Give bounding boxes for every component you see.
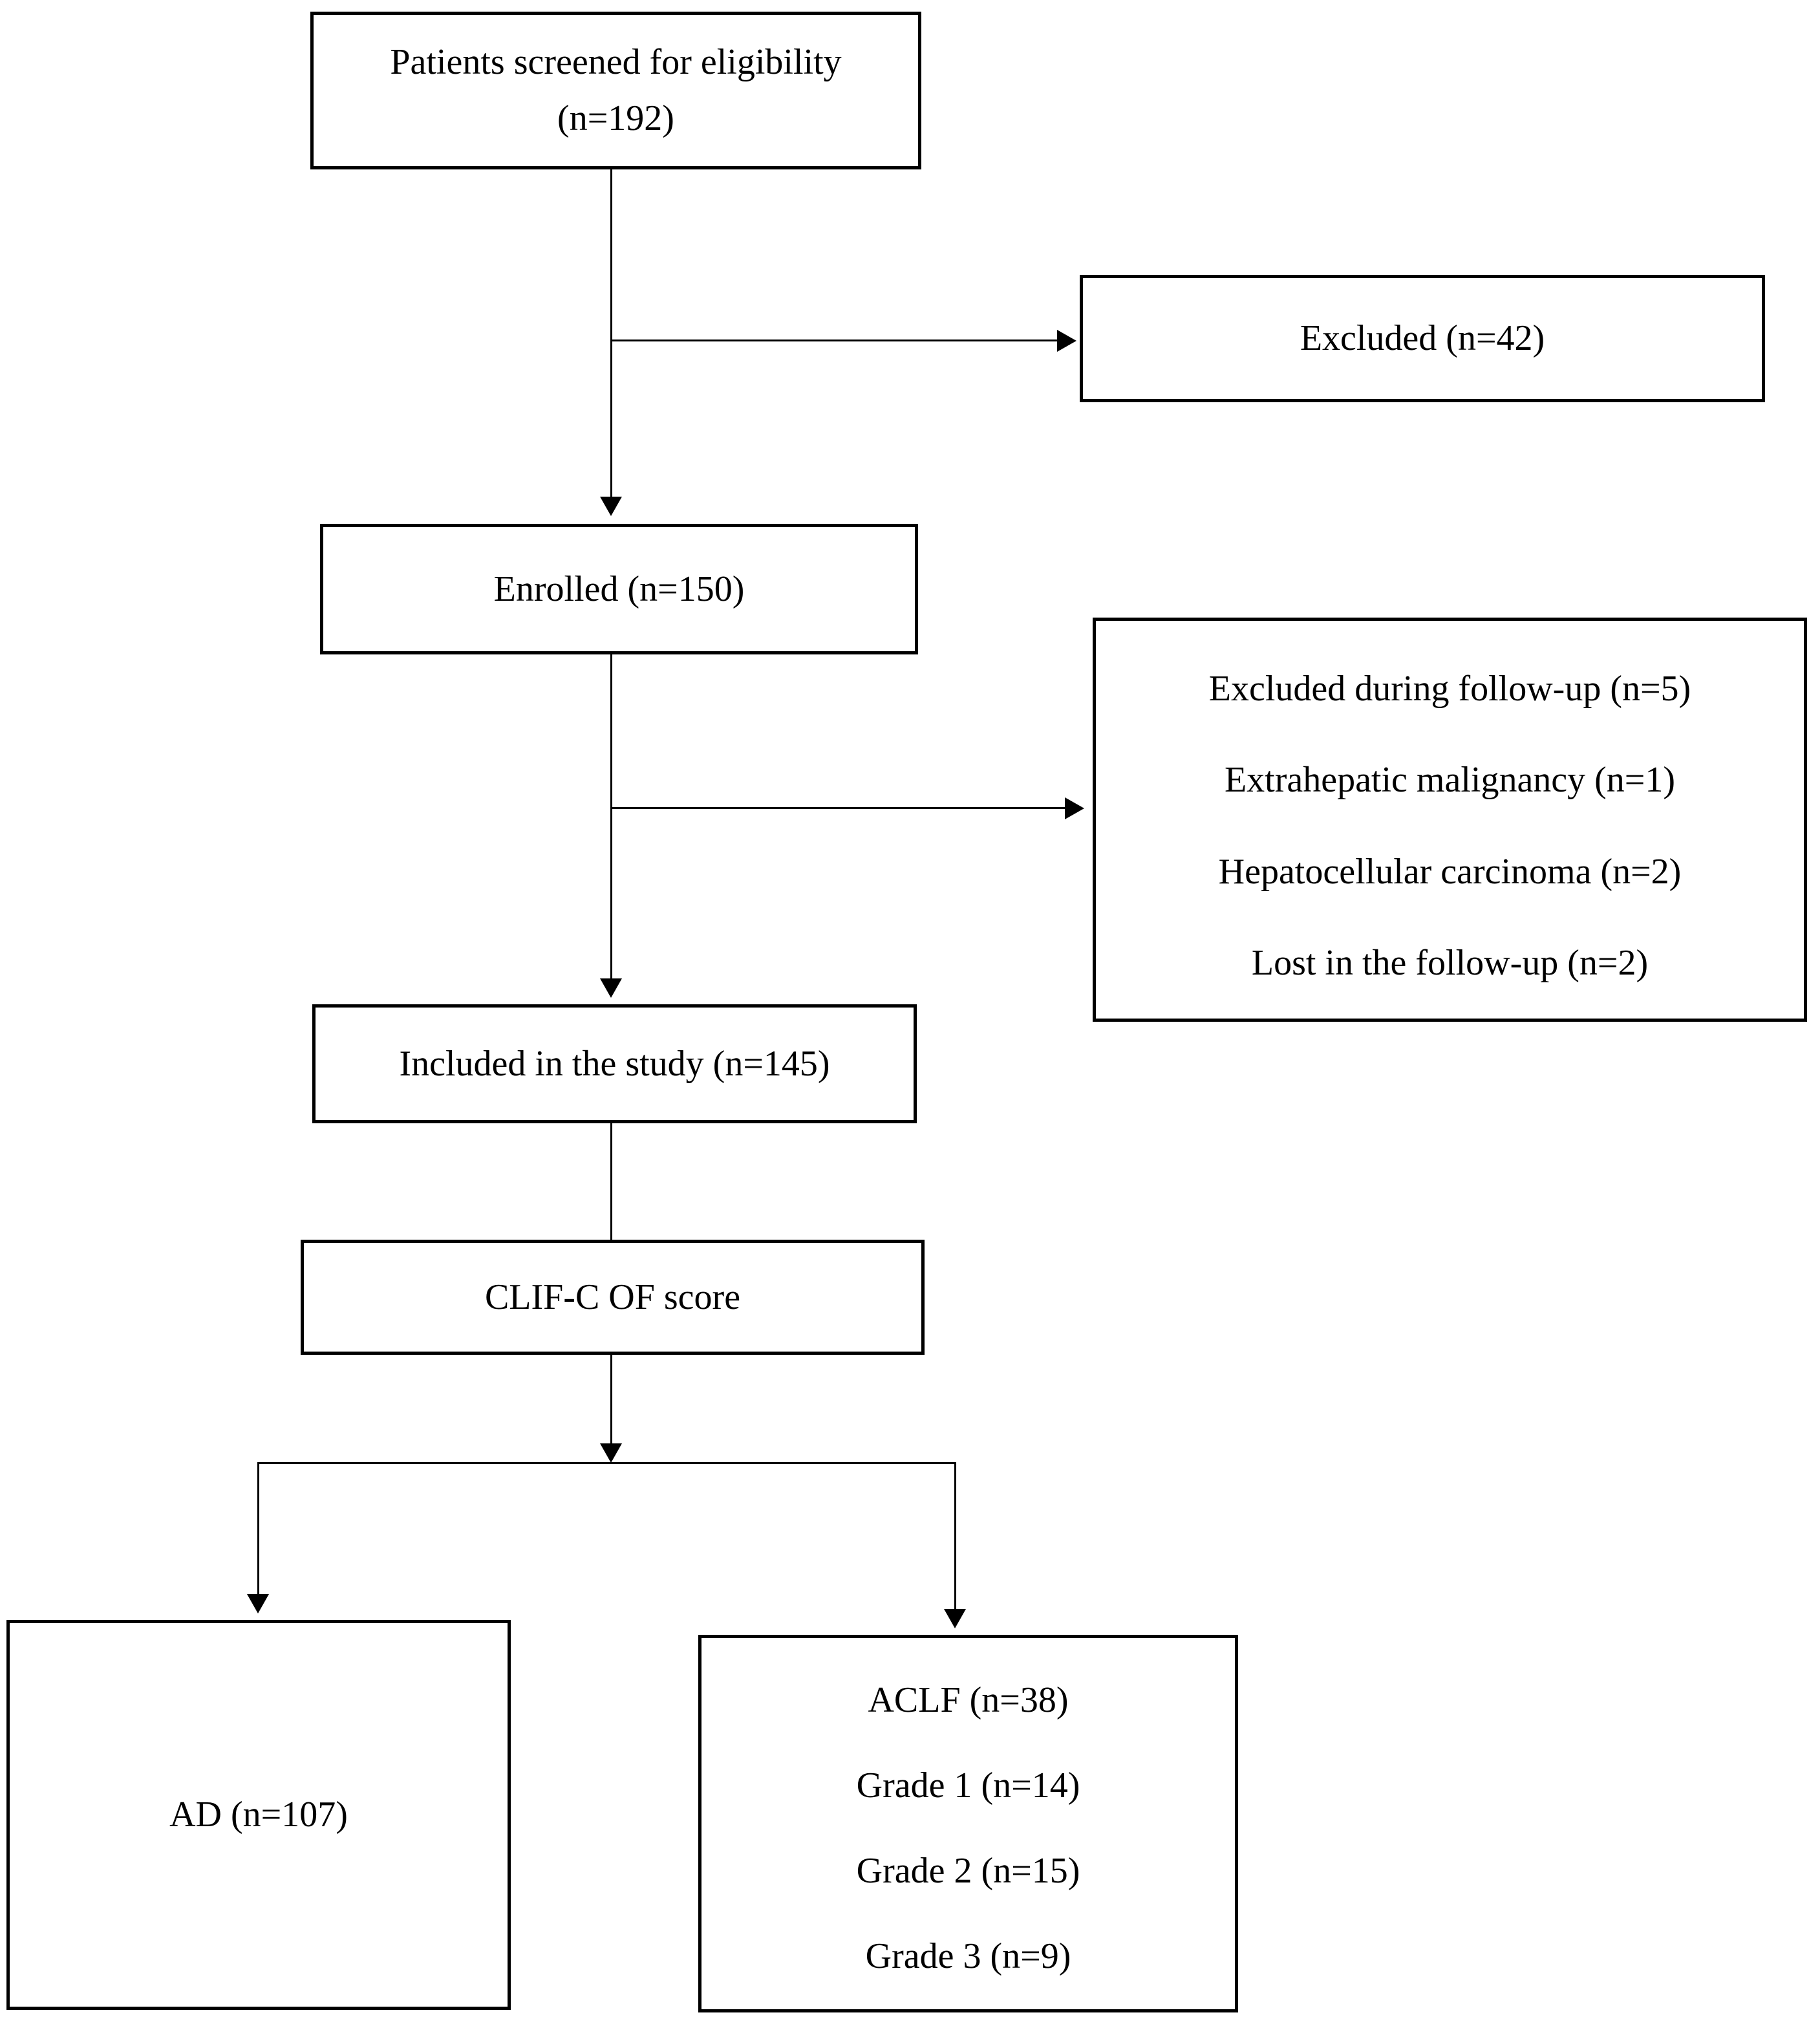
arrowhead-right-icon [1065,797,1084,819]
arrowhead-right-icon [1057,330,1076,352]
excluded-followup-line: Hepatocellular carcinoma (n=2) [1218,851,1682,892]
enrolled-box: Enrolled (n=150) [320,524,918,654]
aclf-line: Grade 1 (n=14) [856,1765,1080,1806]
arrowhead-down-icon [600,978,622,998]
split-bar [258,1462,956,1464]
excluded-box: Excluded (n=42) [1080,275,1765,402]
aclf-box: ACLF (n=38) Grade 1 (n=14) Grade 2 (n=15… [698,1635,1238,2012]
arrowhead-down-icon [247,1594,269,1613]
aclf-line: Grade 3 (n=9) [865,1936,1071,1977]
clif-c-of-score-box: CLIF-C OF score [301,1240,925,1355]
connector-screened-to-enrolled [610,169,612,497]
ad-box: AD (n=107) [6,1620,511,2010]
aclf-line: Grade 2 (n=15) [856,1851,1080,1892]
arrowhead-down-icon [944,1609,966,1628]
aclf-line: ACLF (n=38) [868,1679,1069,1720]
arrowhead-down-icon [600,497,622,516]
excluded-followup-box: Excluded during follow-up (n=5) Extrahep… [1093,618,1807,1022]
connector-to-excluded-followup [612,807,1065,809]
arrowhead-down-icon [600,1443,622,1463]
excluded-followup-line: Excluded during follow-up (n=5) [1208,669,1691,709]
excluded-followup-line: Extrahepatic malignancy (n=1) [1224,760,1676,801]
connector-enrolled-to-included [610,654,612,978]
connector-to-excluded [612,340,1057,341]
screened-box: Patients screened for eligibility (n=192… [310,12,921,169]
connector-split-to-ad [257,1462,259,1594]
connector-included-to-clif [610,1123,612,1240]
connector-split-to-aclf [954,1462,956,1609]
excluded-followup-line: Lost in the follow-up (n=2) [1251,942,1649,983]
included-box: Included in the study (n=145) [312,1004,917,1123]
connector-clif-to-split [610,1355,612,1443]
